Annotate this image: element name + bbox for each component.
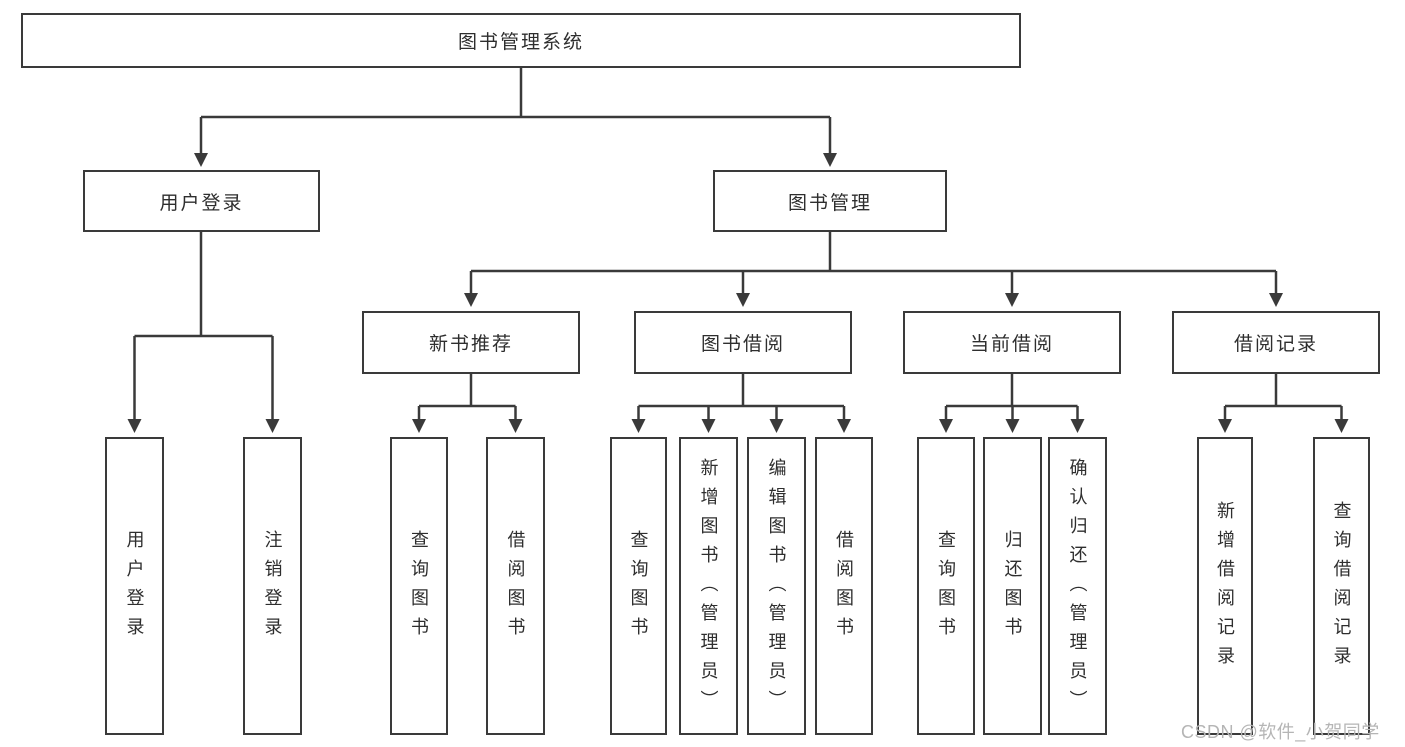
node-borrowing-records: 借阅记录: [1172, 311, 1380, 374]
connector-current-borrow-children: [939, 374, 1085, 433]
node-new-book-recommend: 新书推荐: [362, 311, 580, 374]
leaf-user-login: 用户登录: [105, 437, 164, 735]
connector-book-borrow-children: [631, 374, 851, 433]
leaf-borrowing-query-books: 查询图书: [610, 437, 667, 735]
connector-book-mgmt-to-level3: [464, 232, 1283, 307]
node-current-borrowing: 当前借阅: [903, 311, 1121, 374]
leaf-borrowing-add-books-admin: 新增图书（管理员）: [679, 437, 738, 735]
leaf-logout: 注销登录: [243, 437, 302, 735]
node-library-system: 图书管理系统: [21, 13, 1021, 68]
leaf-borrowing-borrow-books: 借阅图书: [815, 437, 873, 735]
watermark: CSDN @软件_小贺同学: [1181, 722, 1380, 742]
connector-user-login-children: [127, 232, 280, 433]
leaf-records-query-record: 查询借阅记录: [1313, 437, 1370, 735]
leaf-borrowing-edit-books-admin: 编辑图书（管理员）: [747, 437, 806, 735]
connector-root-to-level2: [194, 68, 837, 167]
connector-borrow-records-children: [1218, 374, 1349, 433]
leaf-current-confirm-return-admin: 确认归还（管理员）: [1048, 437, 1107, 735]
leaf-records-add-record: 新增借阅记录: [1197, 437, 1253, 735]
node-book-management: 图书管理: [713, 170, 947, 232]
node-user-login: 用户登录: [83, 170, 320, 232]
node-book-borrowing: 图书借阅: [634, 311, 852, 374]
connector-new-book-children: [412, 374, 523, 433]
leaf-newbooks-query-books: 查询图书: [390, 437, 448, 735]
leaf-current-query-books: 查询图书: [917, 437, 975, 735]
leaf-current-return-books: 归还图书: [983, 437, 1042, 735]
leaf-newbooks-borrow-books: 借阅图书: [486, 437, 545, 735]
